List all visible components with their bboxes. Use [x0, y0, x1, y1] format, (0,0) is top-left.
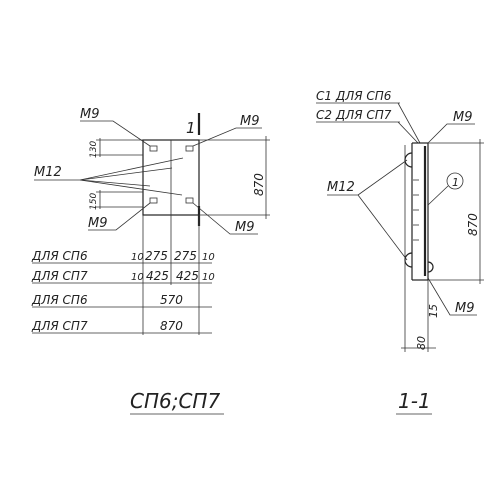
label-m9-bottom-left: M9: [88, 216, 108, 231]
leader-m9-bottom-left: [88, 202, 151, 231]
leader-m9-bottom-right: [192, 202, 258, 235]
row-1-value-1: 10: [131, 252, 144, 263]
dim-80: 80: [415, 336, 428, 350]
embed-top-right: [185, 145, 194, 152]
dim-row-4: ДЛЯ СП7 870: [31, 319, 212, 334]
dim-870-right: 870: [466, 213, 480, 236]
embed-top-left: [149, 145, 158, 152]
row-4-label: ДЛЯ СП7: [31, 319, 88, 333]
label-m9-right-bottom: M9: [455, 301, 475, 316]
label-m12-right: M12: [327, 180, 355, 195]
leader-m12-b: [79, 167, 173, 181]
left-view: 1 M9 M9 M12 M9 M9 130 150 870: [31, 107, 270, 415]
rebar-bump-top: [404, 152, 413, 168]
leader-m9-right-bottom: [427, 277, 477, 316]
leader-m12-c: [79, 179, 151, 187]
callout-leader: [427, 185, 449, 206]
dim-130: 130: [89, 141, 99, 158]
embed-bottom-right: [185, 197, 194, 204]
dim-870-left: 870: [252, 173, 266, 196]
row-4-value-1: 870: [160, 319, 183, 333]
rebar-bump-right: [427, 261, 434, 273]
dim-row-3: ДЛЯ СП6 570: [31, 293, 212, 308]
label-m9-top-right: M9: [240, 114, 260, 129]
dim-15: 15: [427, 304, 440, 318]
row-2-value-2: 425: [146, 269, 169, 283]
row-2-label: ДЛЯ СП7: [31, 269, 88, 283]
left-view-title: СП6;СП7: [130, 389, 220, 413]
leader-m9-top-left: [80, 120, 151, 147]
leader-m9-top-right: [192, 127, 262, 147]
embed-bottom-left: [149, 197, 158, 204]
leader-c1: [397, 102, 421, 144]
row-1-value-2: 275: [145, 249, 168, 263]
callout-circle: [446, 172, 464, 190]
label-c2: C2 ДЛЯ СП7: [316, 108, 392, 122]
row-2-value-3: 425: [176, 269, 199, 283]
label-c1: C1 ДЛЯ СП6: [316, 89, 392, 103]
label-m9-top-left: M9: [80, 107, 100, 122]
row-1-value-3: 275: [174, 249, 197, 263]
leader-c2: [397, 121, 419, 144]
dim-150: 150: [89, 193, 99, 210]
leader-m12-right-b: [357, 194, 408, 261]
leader-m12-d: [79, 179, 183, 196]
dim-row-2: ДЛЯ СП7 10 425 425 10: [31, 269, 215, 284]
row-2-value-1: 10: [131, 272, 144, 283]
right-view-title: 1-1: [398, 389, 431, 413]
label-m9-right-top: M9: [453, 110, 473, 125]
leader-m12-right-a: [357, 159, 408, 196]
dim-row-1: ДЛЯ СП6 10 275 275 10: [31, 249, 215, 264]
rebar-bump-bottom: [404, 252, 413, 268]
leader-m12-a: [79, 157, 184, 181]
label-m9-bottom-right: M9: [235, 220, 255, 235]
label-m12-left: M12: [34, 165, 62, 180]
row-3-label: ДЛЯ СП6: [31, 293, 88, 307]
section-mark: 1: [186, 119, 196, 137]
row-3-value-1: 570: [160, 293, 183, 307]
leader-m9-right-top: [427, 123, 475, 144]
callout-number: 1: [452, 176, 459, 189]
row-2-value-4: 10: [202, 272, 215, 283]
right-view: C1 ДЛЯ СП6 C2 ДЛЯ СП7 M9 M12 1: [316, 89, 484, 415]
row-1-label: ДЛЯ СП6: [31, 249, 88, 263]
row-1-value-4: 10: [202, 252, 215, 263]
